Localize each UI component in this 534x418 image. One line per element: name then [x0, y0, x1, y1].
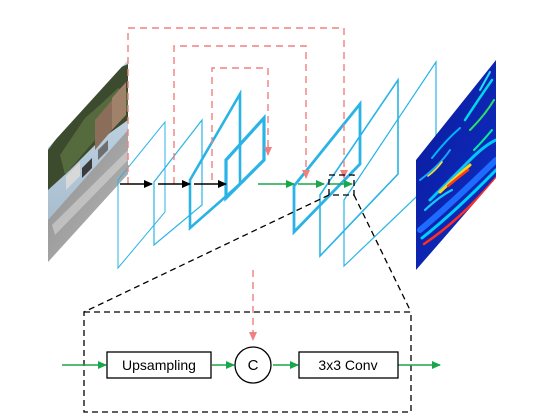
encoder-layer-3 — [188, 89, 242, 231]
skip-connections — [127, 27, 348, 184]
zoom-guide-left — [83, 194, 330, 313]
concat-node — [234, 346, 272, 384]
skip-connection-outer — [127, 27, 348, 184]
upsampling-block — [106, 351, 212, 379]
decoder-layers — [292, 60, 437, 268]
input-image — [48, 60, 128, 262]
conv-label: 3x3 Conv — [318, 357, 377, 373]
detail-box — [83, 311, 412, 413]
encoder-layers-deep — [188, 89, 266, 231]
detail-panel: Upsampling C 3x3 Conv — [62, 270, 441, 413]
upsampling-label: Upsampling — [122, 357, 196, 373]
encoder-layer-4 — [224, 113, 266, 202]
encoder-layer-1 — [117, 120, 166, 270]
concat-label: C — [248, 357, 259, 374]
conv-block — [298, 351, 399, 379]
skip-connection-middle — [173, 45, 310, 184]
output-heatmap — [416, 60, 496, 270]
decoder-layer-1 — [292, 100, 362, 236]
encoder-layers — [117, 118, 203, 270]
decoder-layer-2 — [319, 77, 399, 259]
zoom-source-box — [328, 174, 355, 196]
zoom-guide-right — [353, 194, 412, 313]
encoder-layer-2 — [153, 118, 203, 247]
